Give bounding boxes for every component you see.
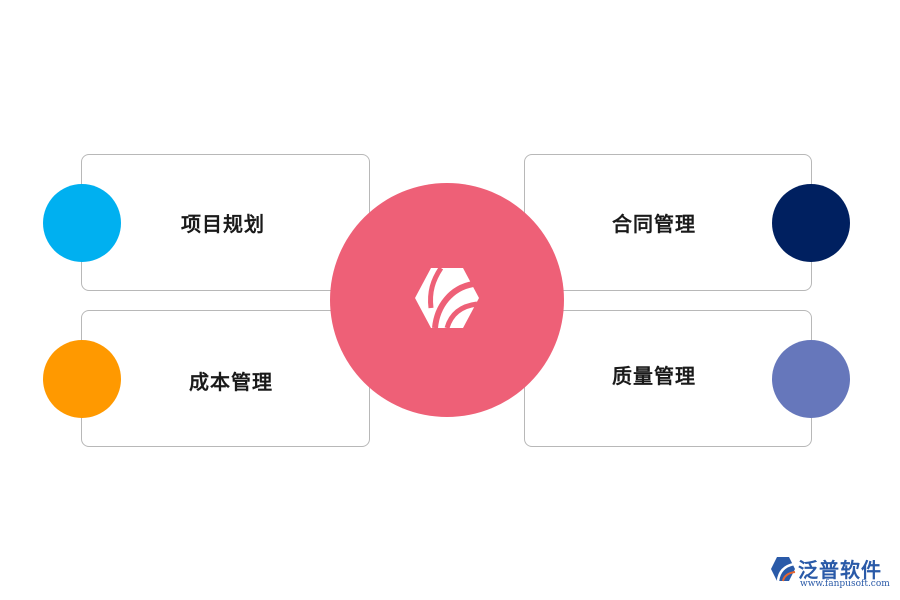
fanpu-logo-icon <box>770 556 796 586</box>
card-top-left <box>81 154 370 291</box>
brand-url: www.fanpusoft.com <box>800 579 890 589</box>
card-top-right <box>524 154 812 291</box>
card-bottom-left <box>81 310 370 447</box>
brand-watermark: 泛普软件 www.fanpusoft.com <box>770 552 892 592</box>
card-bottom-right <box>524 310 812 447</box>
label-contract-management: 合同管理 <box>612 212 696 236</box>
label-cost-management: 成本管理 <box>189 370 273 394</box>
dot-top-left <box>43 184 121 262</box>
hexagon-logo-icon <box>411 262 483 338</box>
dot-top-right <box>772 184 850 262</box>
dot-bottom-right <box>772 340 850 418</box>
brand-name: 泛普软件 <box>798 558 882 582</box>
center-circle <box>330 183 564 417</box>
label-quality-management: 质量管理 <box>612 364 696 388</box>
label-project-planning: 项目规划 <box>181 212 265 236</box>
dot-bottom-left <box>43 340 121 418</box>
